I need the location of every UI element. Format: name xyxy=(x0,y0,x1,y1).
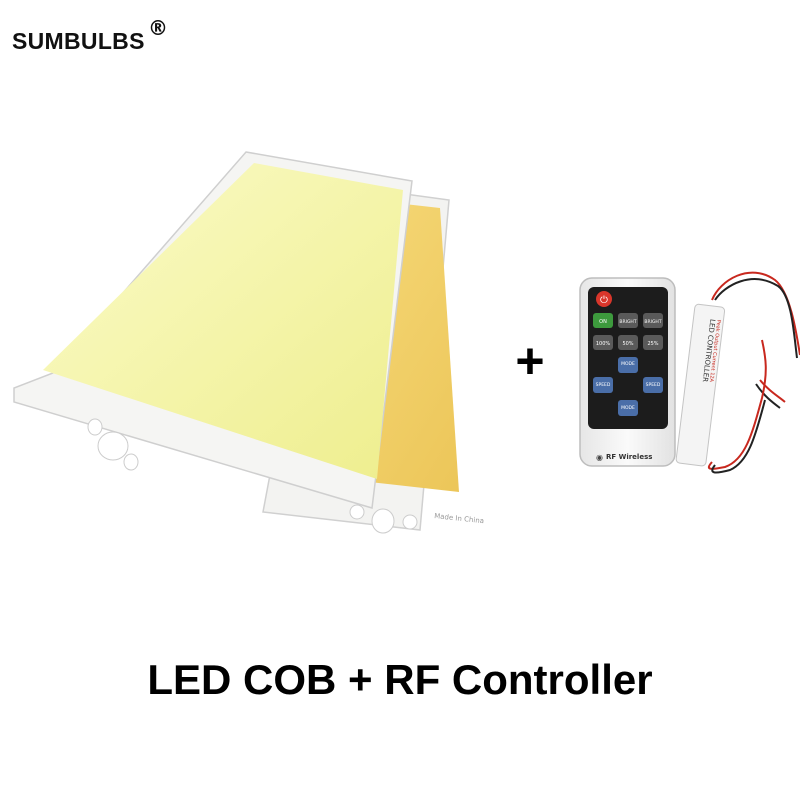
brightness-25-button[interactable] xyxy=(643,335,663,350)
bright-down-button[interactable] xyxy=(643,313,663,328)
plus-sign: + xyxy=(515,333,544,389)
rf-remote-control: ⏻ ON BRIGHT BRIGHT 100% 50% 25% MODE SPE… xyxy=(579,277,676,467)
product-caption: LED COB + RF Controller xyxy=(147,656,653,703)
brightness-50-button[interactable] xyxy=(618,335,638,350)
wireless-icon: ◉ xyxy=(596,453,603,462)
registered-mark: ® xyxy=(148,16,168,40)
brightness-50-label: 50% xyxy=(622,341,633,347)
speed-right-label: SPEED xyxy=(646,382,661,388)
power-icon: ⏻ xyxy=(600,295,608,306)
on-button-label: ON xyxy=(599,319,607,325)
mount-hole xyxy=(87,418,103,436)
brightness-100-button[interactable] xyxy=(593,335,613,350)
mount-hole xyxy=(371,508,395,534)
bright-down-label: BRIGHT xyxy=(644,319,661,325)
speed-right-button[interactable] xyxy=(643,377,663,393)
rf-wireless-label: RF Wireless xyxy=(606,453,652,461)
mode-up-button[interactable] xyxy=(618,357,638,373)
mount-hole xyxy=(123,453,139,471)
brightness-100-label: 100% xyxy=(596,341,611,347)
power-button[interactable] xyxy=(596,291,612,307)
cool-led-cob-panel xyxy=(13,151,413,509)
made-in-china-tag: Made In China xyxy=(434,512,485,525)
speed-left-label: SPEED xyxy=(596,382,611,388)
mode-down-button[interactable] xyxy=(618,400,638,416)
mode-down-label: MODE xyxy=(621,405,635,411)
speed-left-button[interactable] xyxy=(593,377,613,393)
brand-logo-text: SUMBULBS xyxy=(12,28,145,54)
bright-up-button[interactable] xyxy=(618,313,638,328)
mount-hole xyxy=(349,504,365,520)
mode-up-label: MODE xyxy=(621,361,635,367)
mount-hole xyxy=(402,514,418,530)
led-controller-module: LED CONTROLLER Peak Output Current 12A xyxy=(675,271,800,474)
brightness-25-label: 25% xyxy=(647,341,658,347)
mount-hole xyxy=(97,431,129,461)
on-button[interactable] xyxy=(593,313,613,328)
bright-up-label: BRIGHT xyxy=(619,319,636,325)
